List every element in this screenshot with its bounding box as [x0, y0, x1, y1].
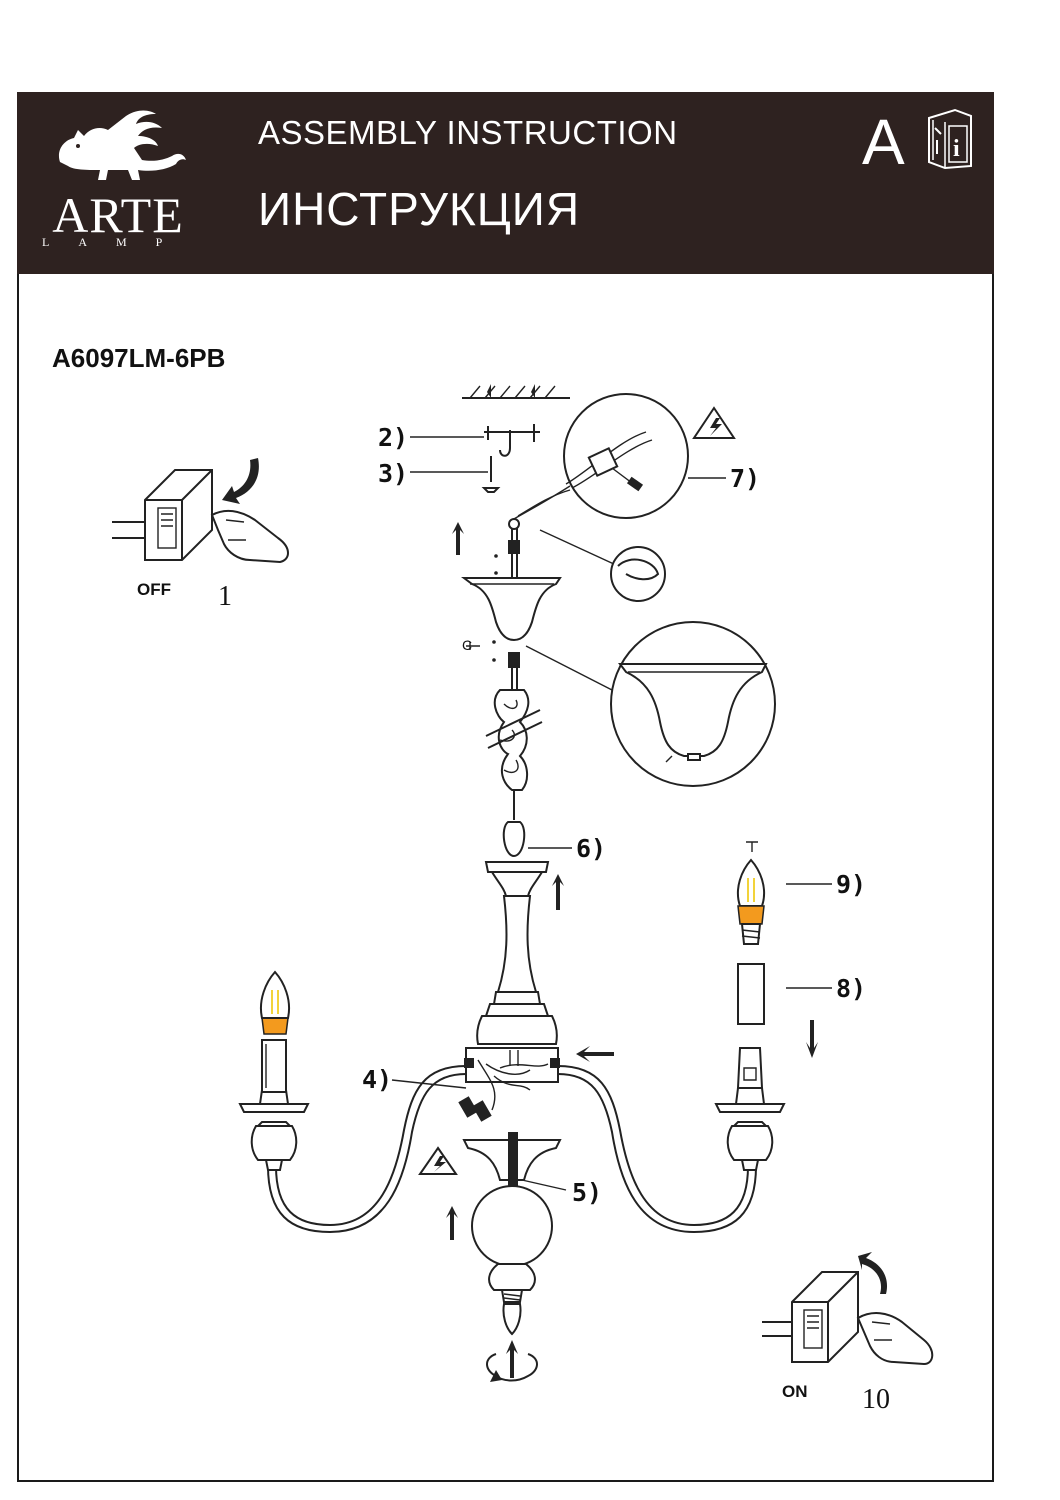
- part-label-3: 3): [378, 459, 408, 488]
- part-label-6: 6): [576, 834, 606, 863]
- wiring-detail: [511, 393, 726, 521]
- switch-off-illustration: OFF 1: [112, 458, 289, 612]
- electric-hazard-icon: [418, 1146, 458, 1175]
- hand-pressing-icon: [856, 1312, 934, 1366]
- leader-4: [391, 1079, 467, 1089]
- chandelier-column: [458, 861, 560, 1122]
- header-bar: [17, 92, 994, 274]
- up-arrow-icon: [446, 1206, 458, 1240]
- bottom-finial: [462, 1132, 567, 1336]
- hand-pressing-icon: [210, 509, 289, 564]
- candle-bulb: [736, 841, 766, 945]
- candle-sleeve: [737, 963, 765, 1025]
- part-label-8: 8): [836, 974, 866, 1003]
- title-english: ASSEMBLY INSTRUCTION: [258, 114, 678, 151]
- curved-arrow-icon: [222, 458, 259, 504]
- switch-on-illustration: ON 10: [762, 1252, 934, 1415]
- switch-state-off: OFF: [137, 580, 171, 599]
- electric-hazard-icon: [692, 406, 736, 439]
- brand-name: ARTE: [52, 187, 184, 243]
- svg-text:i: i: [953, 136, 960, 162]
- step-number-1: 1: [218, 581, 232, 612]
- brand-logo: ARTE LAMP: [38, 100, 198, 260]
- model-number: A6097LM-6PB: [52, 343, 226, 373]
- right-arm: [557, 1047, 786, 1234]
- part-label-2: 2): [378, 423, 408, 452]
- curved-arrow-icon: [858, 1252, 888, 1294]
- part-label-5: 5): [572, 1178, 602, 1207]
- title-russian: ИНСТРУКЦИЯ: [258, 183, 581, 235]
- ceiling-mount: [462, 384, 570, 493]
- rotate-arrow-icon: [486, 1340, 538, 1382]
- griffin-icon: [58, 110, 187, 180]
- step-number-10: 10: [862, 1384, 890, 1415]
- left-arm: [238, 970, 467, 1234]
- brand-tagline: LAMP: [42, 235, 192, 249]
- manual-info-icon: i: [928, 108, 972, 170]
- svg-text:C: C: [462, 637, 472, 653]
- language-letter: A: [862, 106, 905, 178]
- part-label-4: 4): [362, 1065, 392, 1094]
- switch-state-on: ON: [782, 1382, 808, 1401]
- part-label-7: 7): [730, 464, 760, 493]
- canopy-assembly: C: [452, 518, 776, 858]
- part-label-9: 9): [836, 870, 866, 899]
